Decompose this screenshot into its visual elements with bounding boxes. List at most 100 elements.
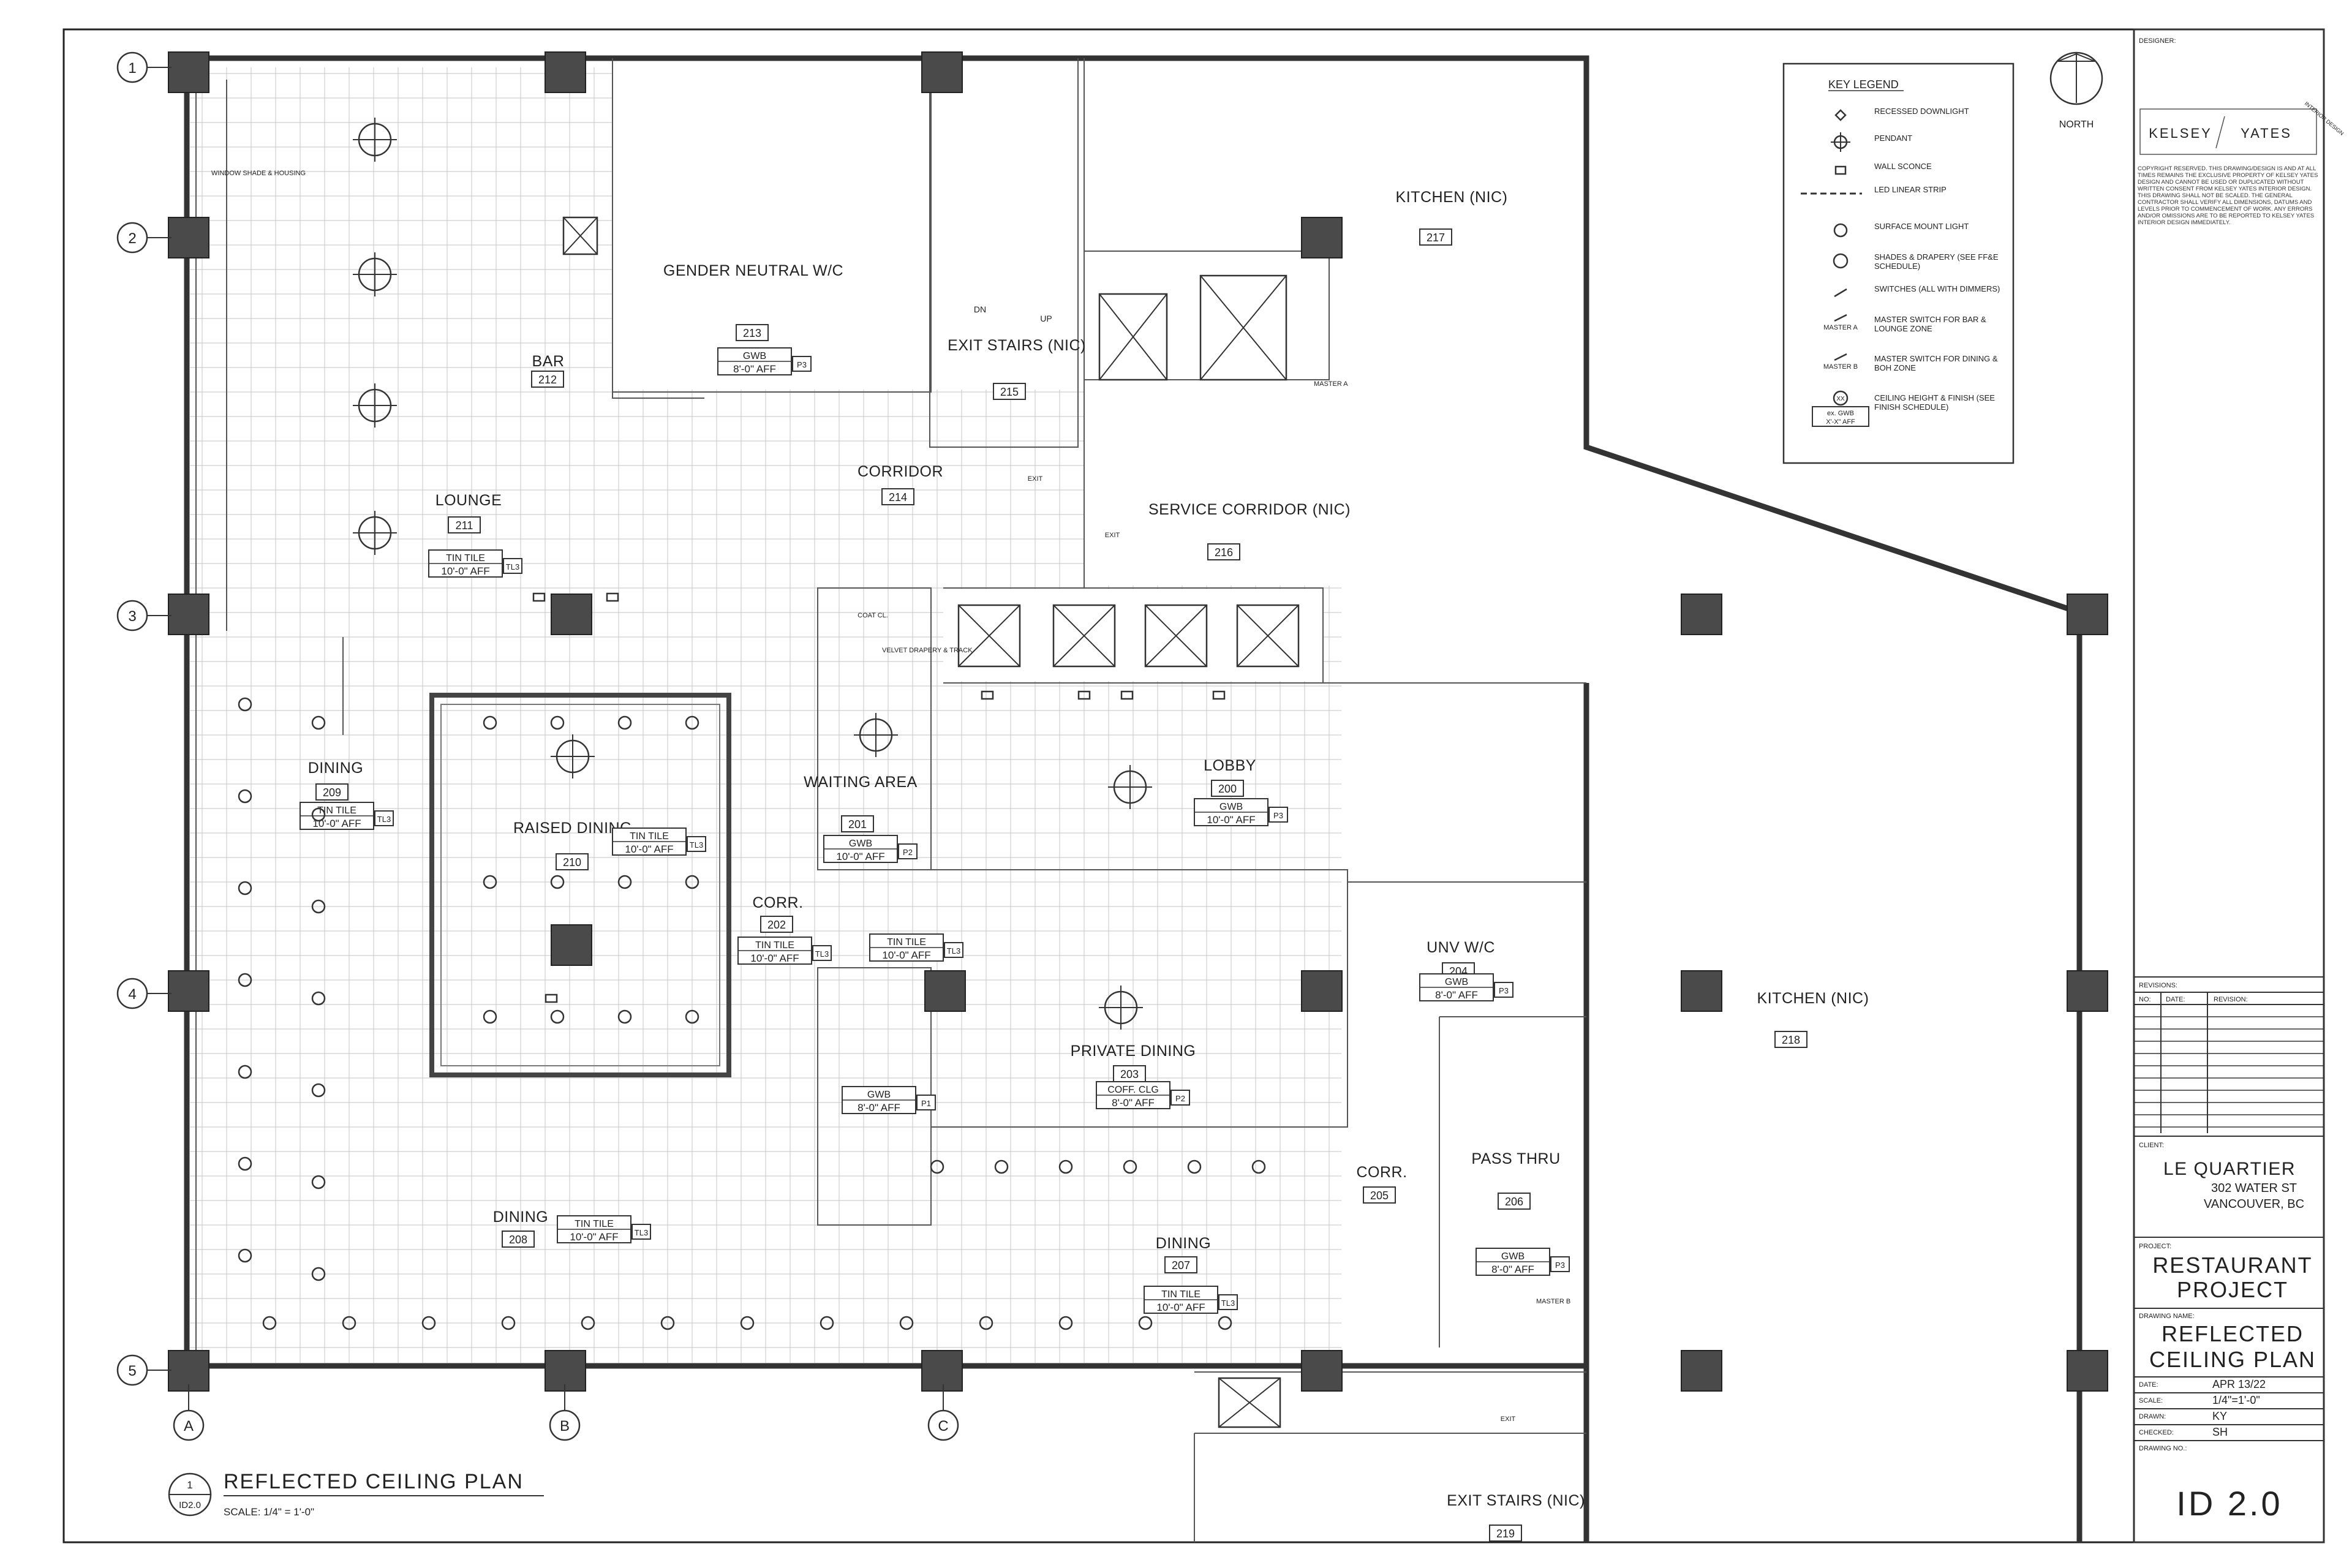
grid-label-c: C [938,1418,948,1434]
finish-material: TIN TILE [755,940,794,951]
finish-code: TL3 [1221,1298,1235,1308]
velvet-drapery-note: VELVET DRAPERY & TRACK [882,647,973,654]
finish-height: 10'-0" AFF [836,851,884,862]
column-8 [2067,594,2108,635]
room-corr-202: CORR. [752,894,803,911]
finish-code: TL3 [377,815,391,824]
structural-columns [168,51,2108,1392]
finish-height: 10'-0" AFF [570,1231,618,1243]
room-kitchen-218: KITCHEN (NIC) [1757,990,1869,1007]
north-label: NORTH [2059,119,2094,130]
project-line-1: RESTAURANT [2152,1253,2312,1278]
downlight-icon [311,715,326,730]
column-10 [551,924,592,966]
downlight-icon [550,715,565,730]
room-dining-209: DINING [308,760,364,777]
downlight-icon [1187,1159,1202,1174]
ceiling-height-icon [1833,390,1849,406]
wall-sconce-icon [606,592,619,602]
downlight-icon [483,715,497,730]
client-label: CLIENT: [2139,1142,2164,1149]
grid-label-1: 1 [128,60,136,77]
downlight-icon [238,789,252,804]
exit-sign-2: EXIT [1105,532,1120,539]
rev-revision-header: REVISION: [2214,996,2248,1003]
checked-value: SH [2212,1426,2228,1438]
room-pass-thru: PASS THRU [1471,1150,1560,1167]
column-3 [168,217,209,258]
legend-item-label: LED LINEAR STRIP [1874,185,1947,194]
finish-code: P2 [903,848,913,857]
drawing-no-label: DRAWING NO.: [2139,1445,2187,1452]
grid-label-a: A [184,1418,194,1434]
drawing-title-text: REFLECTED CEILING PLAN [224,1470,524,1493]
finish-material: GWB [1445,977,1468,987]
legend-ex-gwb: ex. GWB [1827,410,1854,417]
room-exit-stairs-215: EXIT STAIRS (NIC) [948,337,1086,354]
finish-code: P3 [1555,1261,1565,1270]
downlight-icon [311,1267,326,1281]
drawing-title-number: 1 [187,1479,192,1491]
logo-kelsey: KELSEY [2149,126,2212,141]
column-5 [168,594,209,635]
drawing-title-scale: SCALE: 1/4" = 1'-0" [224,1506,314,1518]
drawn-value: KY [2212,1410,2227,1422]
finish-material: TIN TILE [446,553,485,564]
room-number-200: 200 [1218,783,1237,795]
client-address-2: VANCOUVER, BC [2204,1197,2304,1211]
finish-code: P3 [1273,811,1283,820]
finish-material: TIN TILE [575,1219,614,1229]
downlight-icon [1251,1159,1266,1174]
column-18 [1301,1350,1343,1392]
room-number-215: 215 [1000,386,1019,398]
finish-height: 10'-0" AFF [1207,814,1255,826]
master-b-switch-note: MASTER B [1536,1298,1570,1305]
column-0 [168,51,209,93]
north-arrow: NORTH [2049,51,2103,130]
downlight-icon [550,1009,565,1024]
wall-sconce-icon [981,690,994,700]
room-gender-neutral-wc: GENDER NEUTRAL W/C [663,262,843,279]
downlight-icon [685,715,699,730]
finish-material: GWB [867,1090,891,1100]
finish-material: TIN TILE [630,831,669,842]
room-number-207: 207 [1172,1259,1190,1272]
plan-notes: DN UP EXIT EXIT EXIT COAT CL. VELVET DRA… [211,170,1570,1423]
legend-item-label: SHADES & DRAPERY (SEE FF&E SCHEDULE) [1874,252,1999,271]
exit-sign-1: EXIT [1028,475,1043,483]
column-19 [1681,1350,1722,1392]
room-number-212: 212 [538,374,557,386]
drawing-title: 1 ID2.0 REFLECTED CEILING PLAN SCALE: 1/… [168,1470,544,1518]
master-switch-icon [1834,353,1847,361]
room-number-213: 213 [743,327,761,339]
grid-label-4: 4 [128,986,136,1003]
downlight-icon [899,1316,914,1330]
rev-no-header: NO: [2139,996,2151,1003]
finish-code: TL3 [815,949,829,959]
downlight-icon [311,807,326,822]
stair-up-note: UP [1040,314,1052,323]
key-legend: KEY LEGEND RECESSED DOWNLIGHTPENDANTWALL… [1782,62,2015,464]
downlight-icon [685,1009,699,1024]
finish-material: TIN TILE [1161,1289,1200,1300]
downlight-icon [820,1316,834,1330]
light-fixtures [238,118,1266,1330]
grid-label-3: 3 [128,608,136,625]
client-name: LE QUARTIER [2163,1159,2296,1179]
legend-item-label: MASTER SWITCH FOR BAR & LOUNGE ZONE [1874,315,1986,333]
wall-sconce-icon [532,592,546,602]
finish-height: 8'-0" AFF [1112,1097,1155,1109]
date-label: DATE: [2139,1381,2158,1389]
master-switch-label: MASTER B [1823,363,1858,371]
master-a-switch-note: MASTER A [1314,380,1348,388]
designer-label: DESIGNER: [2139,37,2176,45]
ceiling-grid [190,59,1586,1370]
downlight-icon [342,1316,356,1330]
legend-item-label: WALL SCONCE [1874,162,1932,171]
column-11 [924,970,966,1012]
legend-item-label: RECESSED DOWNLIGHT [1874,107,1969,116]
